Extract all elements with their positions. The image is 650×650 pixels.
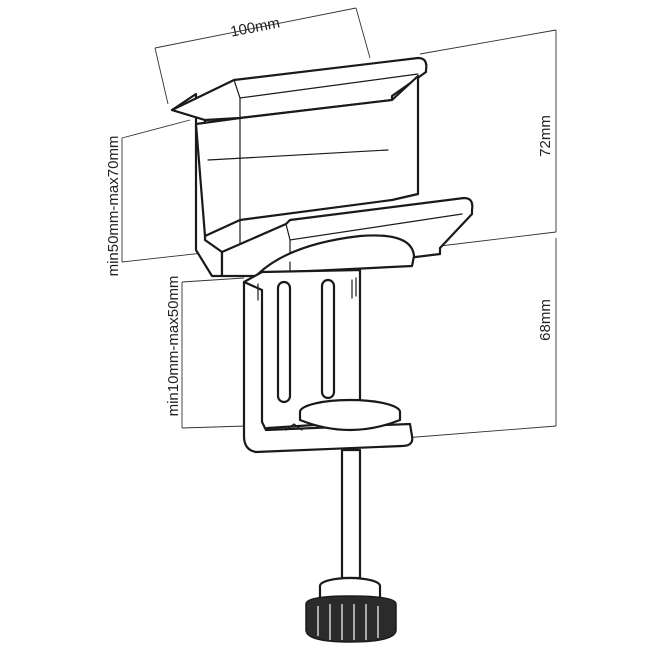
left-slot <box>276 280 292 404</box>
upper-bracket <box>170 56 474 278</box>
label-desk-range: min10mm-max50mm <box>165 276 182 417</box>
label-lower-height: 68mm <box>537 299 554 341</box>
label-clamp-gap: min50mm-max70mm <box>105 136 122 277</box>
label-total-height: 72mm <box>537 115 554 157</box>
screw-assembly <box>305 448 397 643</box>
knob-icon <box>305 595 397 643</box>
right-slot <box>320 278 336 400</box>
label-width: 100mm <box>229 14 281 40</box>
clamp-bar <box>242 268 414 454</box>
threaded-rod <box>340 448 362 580</box>
dimension-lines <box>121 7 557 439</box>
